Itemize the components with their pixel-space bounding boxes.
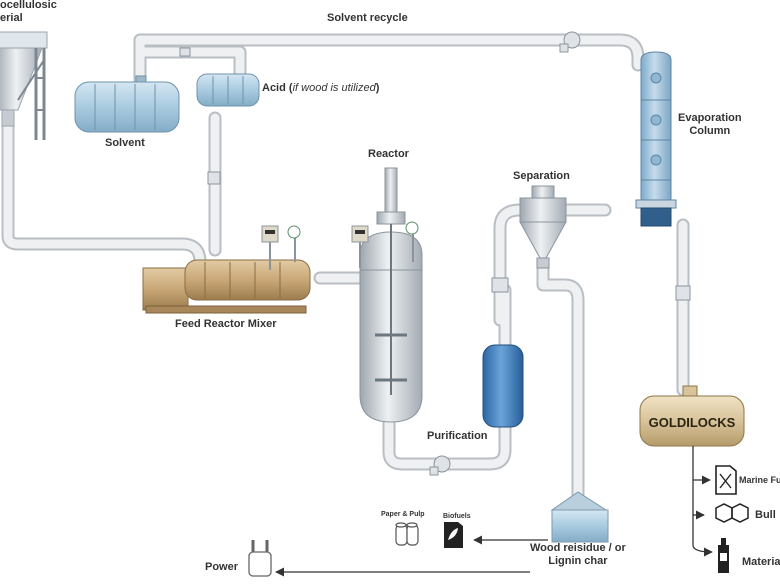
power-label: Power	[205, 561, 239, 573]
solvent-label: Solvent	[105, 137, 145, 149]
feed-reactor-mixer	[142, 225, 311, 314]
paper-pulp-label: Paper & Pulp	[381, 511, 425, 518]
marine-fuel-label: Marine Fu	[739, 475, 780, 485]
paper-rolls-icon	[395, 522, 419, 546]
materials-label: Materia	[742, 556, 780, 568]
reactor-label: Reactor	[368, 148, 409, 160]
goldilocks-tank	[639, 385, 745, 447]
biofuels-label: Biofuels	[443, 513, 471, 520]
purification-vessel	[482, 344, 524, 428]
separation-cyclone	[519, 185, 567, 269]
reactor	[351, 167, 423, 423]
evaporation-column	[635, 51, 677, 227]
acid-label: Acid (if wood is utilized)	[262, 82, 380, 94]
solvent-tank	[74, 75, 180, 133]
gauge-icon	[287, 225, 301, 239]
jerrycan-icon	[715, 465, 737, 495]
purification-label: Purification	[427, 430, 488, 442]
gauge-icon	[405, 221, 419, 235]
pump-icon	[179, 31, 691, 476]
feed-reactor-mixer-label: Feed Reactor Mixer	[175, 318, 277, 330]
bottle-icon	[718, 538, 729, 573]
bulk-label: Bull	[755, 509, 776, 521]
feed-hopper	[0, 31, 48, 140]
acid-tank	[196, 73, 260, 107]
product-arrows	[275, 446, 713, 577]
residue-silo	[550, 491, 609, 543]
biofuel-can-icon	[444, 522, 463, 548]
solvent-recycle-label: Solvent recycle	[327, 12, 408, 24]
naphthalene-icon	[715, 503, 749, 523]
separation-label: Separation	[513, 170, 570, 182]
goldilocks-label: GOLDILOCKS	[648, 415, 736, 430]
power-plug-icon	[248, 540, 272, 577]
